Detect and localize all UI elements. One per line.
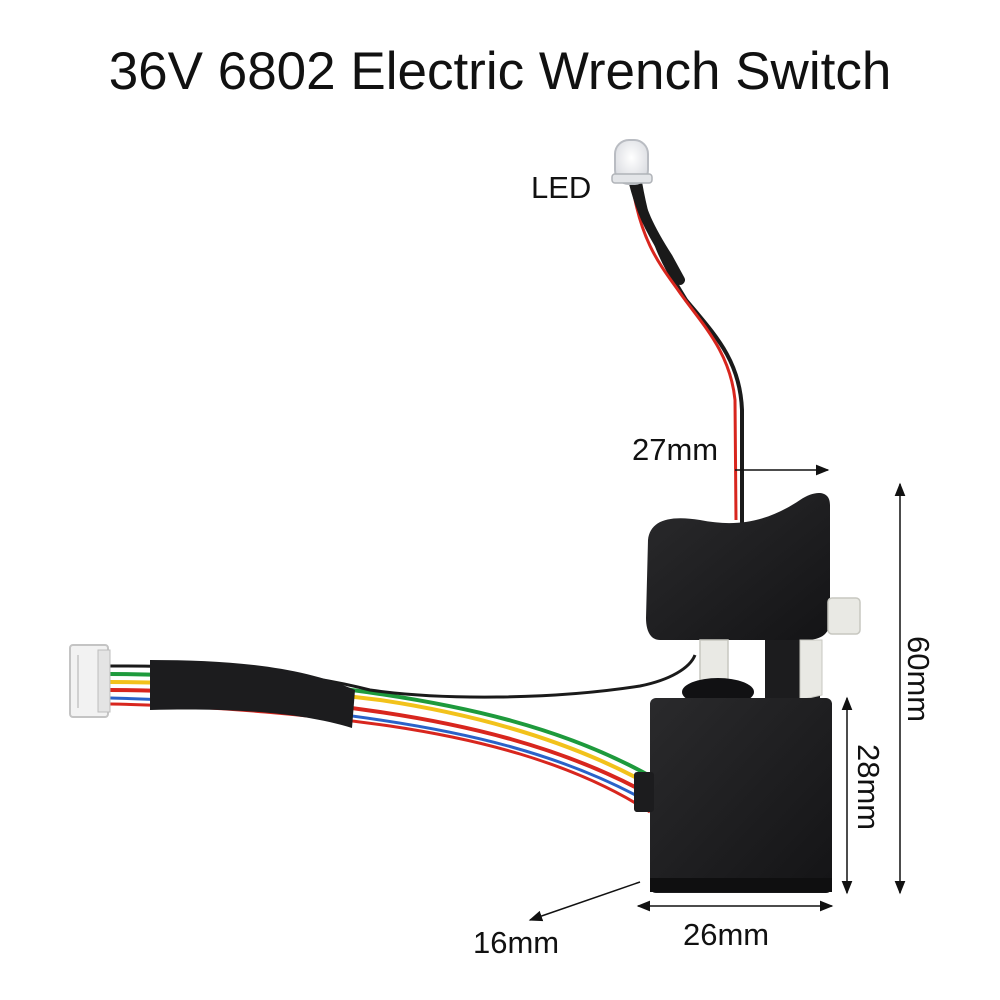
depth-label: 16mm xyxy=(473,925,560,960)
plunger-side xyxy=(827,597,861,635)
width-bottom-label: 26mm xyxy=(683,917,770,952)
wire-harness xyxy=(109,654,697,814)
switch-body xyxy=(634,698,832,893)
jst-connector xyxy=(69,644,111,718)
trigger xyxy=(646,493,861,640)
led-label: LED xyxy=(531,170,592,205)
height-total-label: 60mm xyxy=(901,636,936,723)
page-title: 36V 6802 Electric Wrench Switch xyxy=(108,42,892,101)
led-bulb xyxy=(614,139,649,185)
dimension-lines xyxy=(528,464,906,922)
led-assembly xyxy=(611,139,744,535)
width-top-label: 27mm xyxy=(632,432,719,467)
height-box-label: 28mm xyxy=(851,744,886,831)
